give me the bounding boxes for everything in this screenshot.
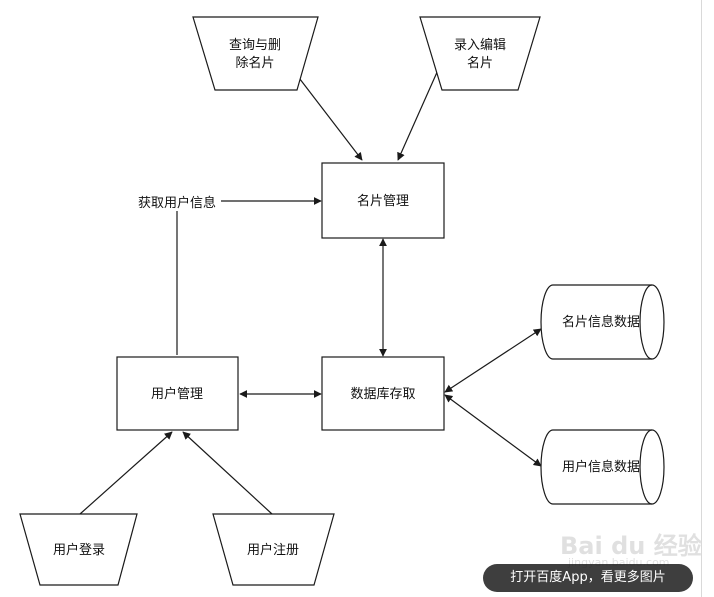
edge-register-to-user-mgmt [182, 431, 273, 515]
cylinder-card-data: 名片信息数据 [540, 284, 665, 360]
trapezoid-user-login-label: 用户登录 [53, 542, 105, 558]
trapezoid-entry-edit-line1: 录入编辑 [454, 38, 506, 53]
edge-db-to-user-data [444, 394, 542, 467]
trapezoid-entry-edit-line2: 名片 [467, 55, 493, 71]
watermark-logo: Bai du 经验 [560, 532, 702, 560]
cylinder-user-data: 用户信息数据 [540, 429, 665, 505]
box-user-management-label: 用户管理 [151, 386, 203, 402]
box-user-management: 用户管理 [116, 356, 239, 431]
trapezoid-user-register: 用户注册 [212, 513, 335, 586]
box-database-access-label: 数据库存取 [350, 386, 415, 402]
edge-entry-to-card-mgmt [397, 69, 439, 161]
box-database-access: 数据库存取 [321, 356, 445, 431]
trapezoid-query-delete-line2: 除名片 [235, 55, 274, 71]
trapezoid-query-delete: 查询与删 除名片 [192, 16, 319, 91]
cylinder-card-data-label: 名片信息数据 [562, 314, 640, 330]
trapezoid-user-register-label: 用户注册 [247, 542, 299, 558]
edge-label-get-user-info: 获取用户信息 [138, 195, 216, 211]
box-card-management-label: 名片管理 [357, 193, 409, 209]
page-right-border [701, 0, 702, 597]
box-card-management: 名片管理 [321, 162, 445, 239]
open-app-banner[interactable]: 打开百度App，看更多图片 [483, 564, 693, 592]
edge-user-mgmt-to-card-mgmt [176, 197, 322, 355]
edge-db-to-card-data [444, 328, 542, 393]
trapezoid-query-delete-line1: 查询与删 [229, 38, 281, 53]
trapezoid-entry-edit: 录入编辑 名片 [419, 16, 541, 91]
edge-login-to-user-mgmt [79, 431, 173, 515]
trapezoid-user-login: 用户登录 [19, 513, 138, 586]
edges [79, 69, 542, 515]
cylinder-user-data-label: 用户信息数据 [562, 459, 640, 475]
edge-query-to-card-mgmt [292, 69, 363, 161]
